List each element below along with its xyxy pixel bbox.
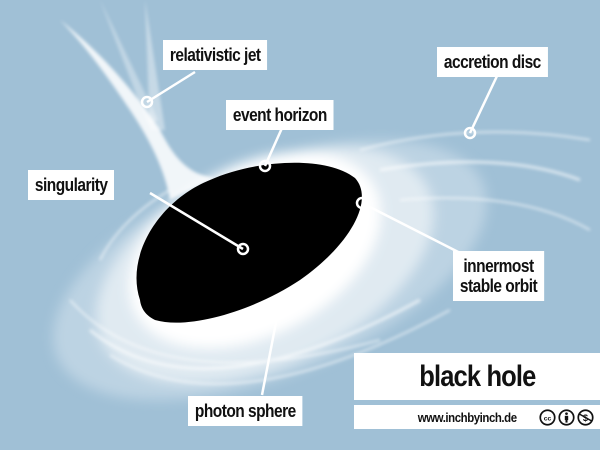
website-link[interactable]: www.inchbyinch.de [417, 409, 517, 425]
svg-text:cc: cc [544, 415, 552, 422]
diagram-title: black hole [418, 359, 536, 393]
cc-icon: cc [539, 408, 556, 426]
label-line-1: innermost [463, 256, 534, 276]
title-box: black hole [354, 353, 600, 400]
label-photon-sphere: photon sphere [188, 396, 303, 426]
label-relativistic-jet: relativistic jet [163, 40, 268, 70]
noncommercial-icon: $ [577, 408, 594, 426]
disc-streaks [69, 131, 591, 385]
attribution-icon [558, 408, 575, 426]
label-line-2: stable orbit [459, 276, 538, 296]
label-event-horizon: event horizon [226, 100, 334, 130]
label-accretion-disc: accretion disc [437, 47, 548, 77]
event-horizon-shape [136, 162, 362, 323]
footer-bar: www.inchbyinch.de cc $ [354, 405, 600, 429]
label-singularity: singularity [28, 170, 115, 200]
label-innermost-stable-orbit: innermost stable orbit [453, 251, 545, 301]
